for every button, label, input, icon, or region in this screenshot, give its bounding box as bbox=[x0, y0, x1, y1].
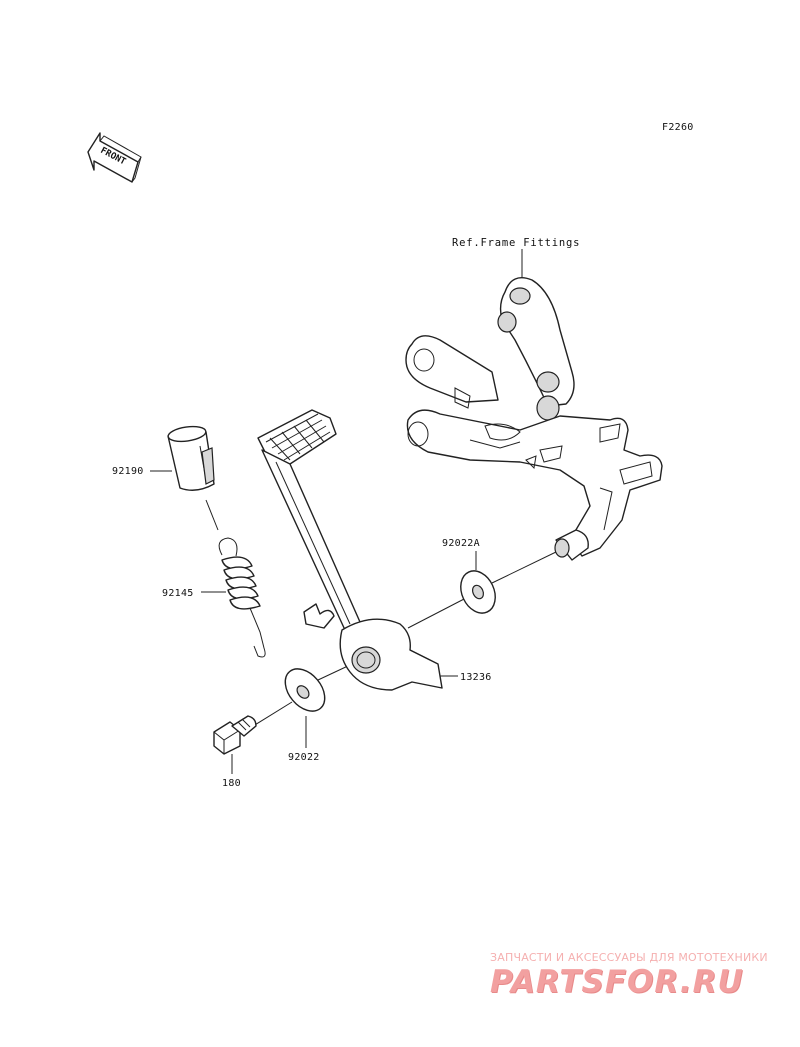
watermark-brand: PARTSFOR.RU bbox=[490, 964, 744, 1000]
frame-bracket bbox=[405, 277, 663, 561]
assembly-axis bbox=[249, 551, 557, 729]
callout-92145: 92145 bbox=[162, 588, 194, 599]
brake-pedal bbox=[257, 409, 443, 691]
callout-92190: 92190 bbox=[112, 466, 144, 477]
bolt-180 bbox=[213, 715, 257, 755]
callout-13236: 13236 bbox=[460, 672, 492, 683]
reference-label: Ref.Frame Fittings bbox=[452, 237, 580, 249]
front-arrow-icon: FRONT bbox=[87, 132, 142, 183]
spring-92145 bbox=[218, 537, 266, 658]
cover-92190 bbox=[167, 425, 215, 491]
diagram-code: F2260 bbox=[662, 122, 694, 133]
callout-92022: 92022 bbox=[288, 752, 320, 763]
callout-92022a: 92022A bbox=[442, 538, 480, 549]
watermark-tagline: ЗАПЧАСТИ И АКСЕССУАРЫ ДЛЯ МОТОТЕХНИКИ bbox=[490, 951, 768, 964]
callout-180: 180 bbox=[222, 778, 241, 789]
washer-92022 bbox=[284, 668, 326, 712]
washer-92022a bbox=[460, 570, 496, 614]
